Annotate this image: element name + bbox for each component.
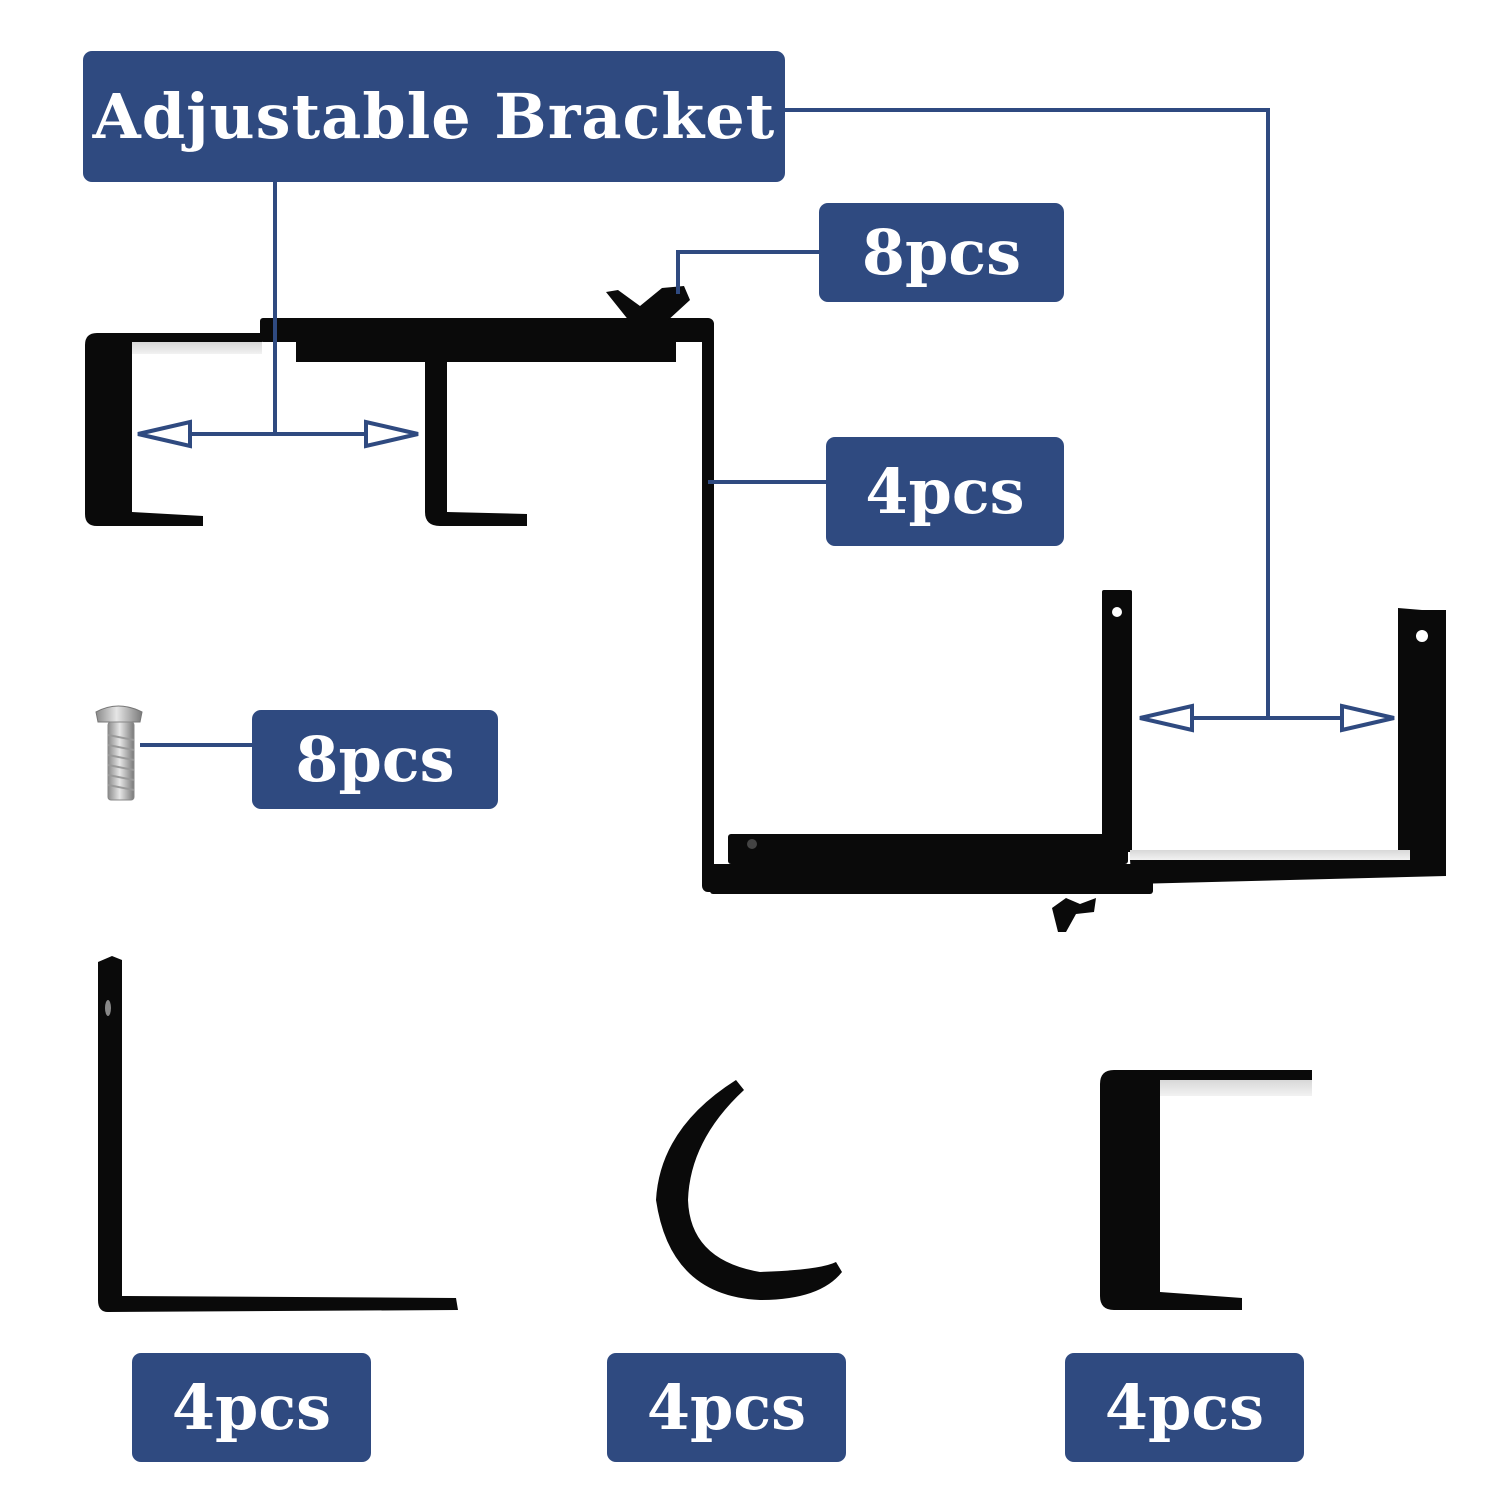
c-bracket-icon — [1100, 1070, 1312, 1310]
wing-nut-quantity-label: 8pcs — [819, 203, 1064, 302]
adjustable-bracket-left — [85, 286, 705, 526]
hook-icon — [656, 1080, 842, 1300]
rod-quantity-label: 4pcs — [826, 437, 1064, 546]
width-arrow-right — [1139, 703, 1395, 733]
bolt-quantity-label: 8pcs — [252, 710, 498, 809]
hook-quantity-label: 4pcs — [607, 1353, 846, 1462]
bolt-icon — [95, 705, 143, 801]
l-bracket-icon — [98, 956, 458, 1312]
title-label: Adjustable Bracket — [83, 51, 785, 182]
callout-lines — [140, 108, 1270, 747]
c-bracket-quantity-label: 4pcs — [1065, 1353, 1304, 1462]
adjustable-bracket-right — [710, 590, 1446, 932]
width-arrow-left — [137, 419, 419, 449]
connecting-rod — [700, 318, 730, 892]
l-bracket-quantity-label: 4pcs — [132, 1353, 371, 1462]
